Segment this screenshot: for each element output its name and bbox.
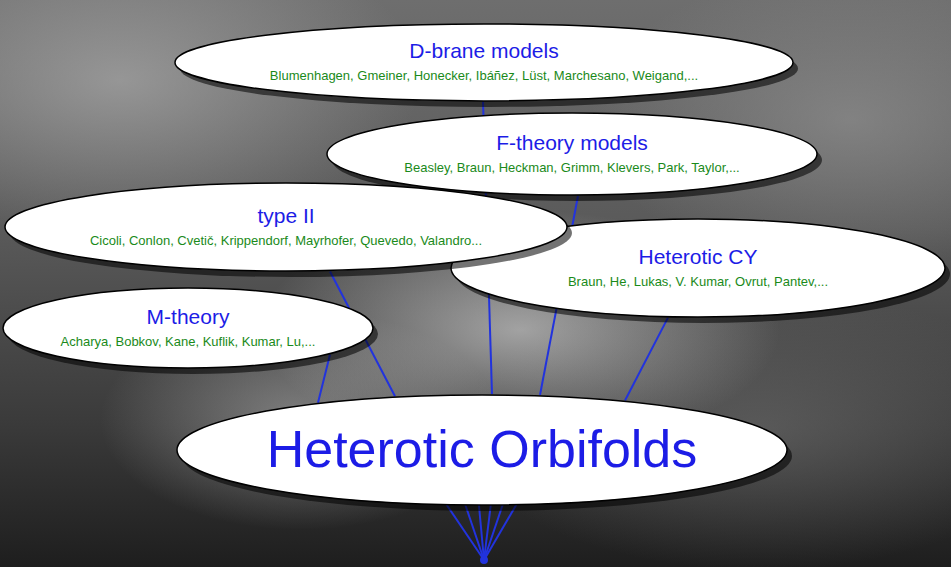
node-title: F-theory models [496,131,648,155]
ellipse-node: M-theoryAcharya, Bobkov, Kane, Kuflik, K… [2,287,374,369]
ellipse-outline [2,287,374,369]
fan-point [480,556,488,564]
ellipse-node: type II Cicoli, Conlon, Cvetič, Krippendo… [4,182,568,272]
ellipse-shape [175,24,793,101]
ellipse-node: F-theory modelsBeasley, Braun, Heckman, … [326,112,818,196]
ellipse-node: Heterotic Orbifolds [176,394,788,506]
node-title: Heterotic CY [638,245,757,269]
ellipse-outline [174,23,794,102]
ellipse-outline [4,182,568,272]
ellipse-shape [327,113,817,195]
node-title: M-theory [147,305,230,329]
node-title: D-brane models [409,39,558,63]
node-text-holder: Heterotic Orbifolds [176,394,788,506]
ellipse-node: D-brane modelsBlumenhagen, Gmeiner, Hone… [174,23,794,102]
node-text-holder: D-brane modelsBlumenhagen, Gmeiner, Hone… [174,23,794,102]
author-list: Beasley, Braun, Heckman, Grimm, Klevers,… [404,160,739,177]
ellipse-shape [451,219,945,317]
node-title: type II [257,204,314,228]
ellipse-shape [5,183,567,271]
author-list: Acharya, Bobkov, Kane, Kuflik, Kumar, Lu… [61,334,316,351]
author-list: Blumenhagen, Gmeiner, Honecker, Ibáñez, … [270,68,698,85]
node-title: Heterotic Orbifolds [267,421,698,478]
node-text-holder: M-theoryAcharya, Bobkov, Kane, Kuflik, K… [2,287,374,369]
node-text-holder: F-theory modelsBeasley, Braun, Heckman, … [326,112,818,196]
ellipse-shape [177,395,787,505]
author-list: Braun, He, Lukas, V. Kumar, Ovrut, Pante… [568,274,828,291]
node-text-holder: type II Cicoli, Conlon, Cvetič, Krippendo… [4,182,568,272]
ellipse-outline [326,112,818,196]
author-list: Cicoli, Conlon, Cvetič, Krippendorf, May… [90,233,482,250]
connector-line [625,318,668,401]
ellipse-shape [3,288,373,368]
